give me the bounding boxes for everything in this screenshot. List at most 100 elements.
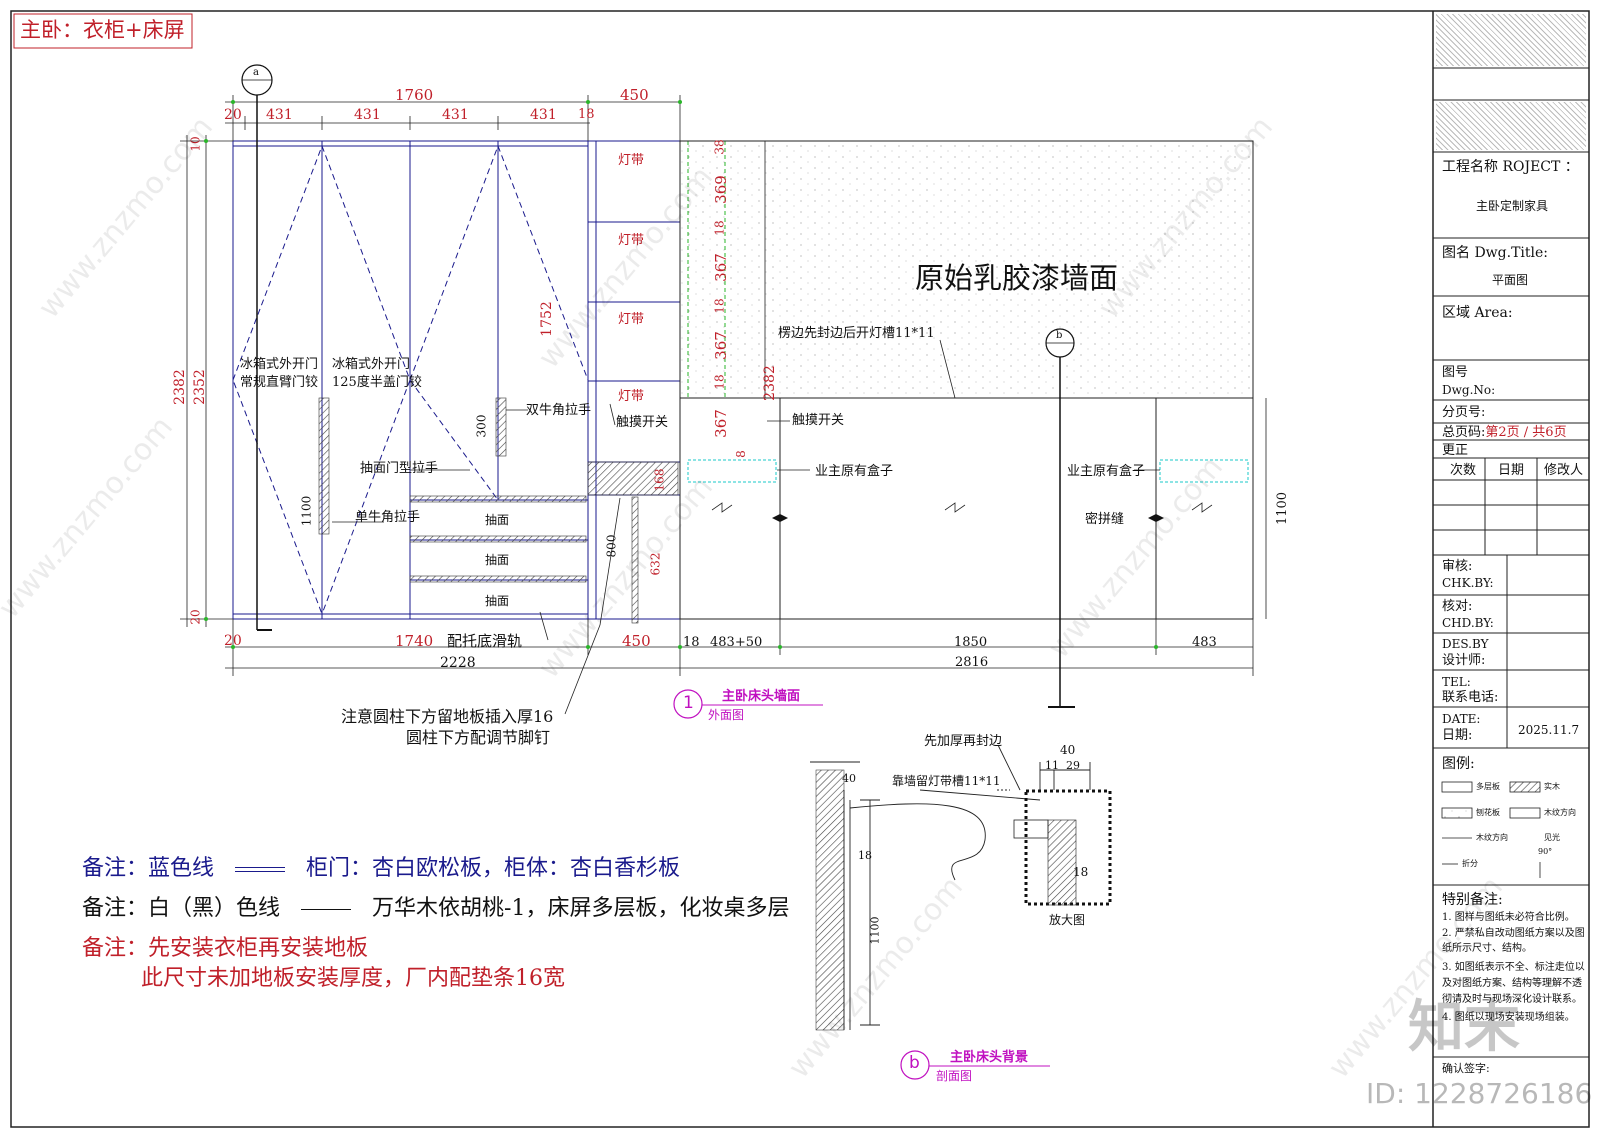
shelf-dim-18-a: 18: [712, 220, 727, 236]
tb-tel: TEL:: [1442, 675, 1471, 689]
section-1-title: 主卧床头墙面: [722, 689, 801, 704]
dim-bottom-450: 450: [622, 632, 651, 650]
tb-special-2: 2. 严禁私自改动图纸方案以及图: [1442, 928, 1585, 939]
label-touch-switch-cabinet: 触摸开关: [616, 415, 669, 430]
label-single-ox-handle: 单牛角拉手: [355, 510, 421, 525]
section-b-title: 主卧床头背景: [950, 1050, 1029, 1065]
tb-legend-angle: 90°: [1538, 847, 1553, 856]
label-inset-handle: 抽面门型拉手: [360, 461, 439, 476]
section-1-number: 1: [683, 693, 694, 713]
note-red-line-1: 备注：先安装衣柜再安装地板: [82, 936, 369, 961]
dim-top-450: 450: [620, 86, 649, 104]
tb-legend: 图例:: [1442, 756, 1475, 772]
tb-dwg: 平面图: [1492, 273, 1529, 287]
dim-sub-431-b: 431: [354, 107, 381, 123]
slot-note: 楞边先封边后开灯槽11*11: [778, 326, 935, 341]
tb-project-label: 工程名称 ROJECT ：: [1442, 159, 1579, 175]
tb-special-6: 彻请及时与现场深化设计联系。: [1442, 994, 1582, 1005]
dim-overall-2816: 2816: [955, 655, 989, 670]
tb-legend-solidwood: 实木: [1544, 782, 1560, 791]
label-touch-switch-wall: 触摸开关: [792, 413, 845, 428]
dim-sub-431-c: 431: [442, 107, 469, 123]
tb-des-cn: 设计师:: [1442, 653, 1486, 668]
shelf-dim-369: 369: [711, 175, 730, 204]
cylinder-note-1: 注意圆柱下方留地板插入厚16: [341, 707, 554, 726]
tb-des: DES.BY: [1442, 637, 1489, 651]
dim-bottom-1850: 1850: [954, 635, 988, 650]
tb-special-3: 纸所示尺寸、结构。: [1442, 943, 1532, 954]
tb-total-value: 第2页 / 共6页: [1485, 425, 1567, 440]
dim-vertical-1752: 1752: [538, 301, 555, 337]
dim-vertical-800: 800: [604, 534, 619, 558]
drawer-label-3: 抽面: [485, 594, 510, 608]
dim-2382-wall: 2382: [761, 365, 778, 401]
tb-tel-cn: 联系电话:: [1442, 690, 1499, 705]
label-slide-rail: 配托底滑轨: [447, 632, 523, 650]
drawer-label-2: 抽面: [485, 553, 510, 567]
tb-special-4: 3. 如图纸表示不全、标注走位以: [1442, 962, 1585, 973]
tb-no-label: 图号: [1442, 365, 1469, 380]
note-black-dash: [301, 908, 352, 910]
door-label-left: 冰箱式外开门 常规直臂门铰: [240, 357, 319, 390]
section-dim-29: 29: [1066, 759, 1080, 772]
dim-1100-wall: 1100: [1275, 491, 1291, 526]
shelf-dim-367-b: 367: [711, 331, 730, 360]
tb-chk: 审核:: [1442, 559, 1473, 574]
dim-left-20: 20: [188, 609, 203, 625]
tb-legend-visible: 见光: [1544, 833, 1560, 842]
cylinder-note-2: 圆柱下方配调节脚钉: [406, 728, 551, 747]
drawer-label-1: 抽面: [485, 513, 510, 527]
tb-legend-split: 折分: [1462, 859, 1478, 868]
dim-left-2352: 2352: [191, 369, 208, 405]
note-blue-dash: [235, 866, 286, 872]
light-strip-4: 灯带: [618, 389, 645, 404]
section-dim-40-top: 40: [1060, 743, 1076, 757]
note-red-line-2: 此尺寸未加地板安装厚度，厂内配垫条16宽: [141, 966, 565, 991]
tb-legend-grain-a: 木纹方向: [1544, 808, 1576, 817]
light-strip-3: 灯带: [618, 312, 645, 327]
section-dim-18-right: 18: [1073, 865, 1089, 879]
tb-chd-en: CHD.BY:: [1442, 616, 1494, 630]
dim-vertical-300: 300: [474, 414, 489, 438]
dim-vertical-632: 632: [648, 552, 663, 576]
title-block-logo-area-bottom: [1436, 102, 1586, 150]
section-dim-40-left: 40: [842, 772, 856, 785]
dim-sub-431-d: 431: [530, 107, 557, 123]
section-dim-18-left: 18: [858, 849, 872, 862]
tb-revision: 更正: [1442, 443, 1469, 458]
section-dim-11: 11: [1045, 759, 1059, 772]
note-black-prefix: 备注：白（黑）色线: [82, 896, 281, 921]
note-black-line: 备注：白（黑）色线 万华木依胡桃-1，床屏多层板，化妆桌多层: [82, 898, 789, 920]
tb-project: 主卧定制家具: [1476, 199, 1549, 213]
tb-page-label: 分页号:: [1442, 405, 1486, 420]
note-blue-line: 备注：蓝色线 柜门：杏白欧松板，柜体：杏白香杉板: [82, 858, 680, 880]
light-strip-1: 灯带: [618, 153, 645, 168]
dim-bottom-483-50: 483+50: [710, 635, 763, 650]
tb-date-value: 2025.11.7: [1518, 723, 1580, 737]
dim-sub-20: 20: [224, 107, 242, 123]
dim-left-2382: 2382: [171, 369, 188, 405]
shelf-dim-367-c: 367: [711, 409, 730, 438]
sheet-title: 主卧：衣柜+床屏: [20, 18, 185, 42]
dim-overall-2228: 2228: [440, 655, 476, 671]
section-1-subtitle: 外面图: [708, 708, 745, 722]
brand-logo: 知末: [1408, 995, 1520, 1060]
id-text: ID: 1228726186: [1366, 1077, 1593, 1110]
tb-chd: 核对:: [1442, 599, 1473, 614]
note-blue-prefix: 备注：蓝色线: [82, 856, 215, 881]
dim-bottom-1740: 1740: [395, 632, 434, 650]
tb-special-7: 4. 图纸以现场安装现场组装。: [1442, 1012, 1575, 1023]
note-blue-text: 柜门：杏白欧松板，柜体：杏白香杉板: [306, 856, 681, 881]
tb-date-cn: 日期:: [1442, 728, 1473, 743]
shelf-dim-367-a: 367: [711, 253, 730, 282]
tb-rev-col-count: 次数: [1450, 463, 1477, 478]
tb-dwg-label: 图名 Dwg.Title:: [1442, 245, 1548, 261]
tb-total-prefix: 总页码:: [1442, 425, 1486, 440]
tb-total-pages: 总页码:第2页 / 共6页: [1442, 426, 1567, 439]
dim-bottom-18: 18: [683, 635, 700, 650]
wall-label: 原始乳胶漆墙面: [915, 261, 1119, 295]
dim-vertical-1100: 1100: [299, 495, 314, 527]
tb-chk-en: CHK.BY:: [1442, 576, 1494, 590]
marker-b: b: [1056, 330, 1063, 341]
